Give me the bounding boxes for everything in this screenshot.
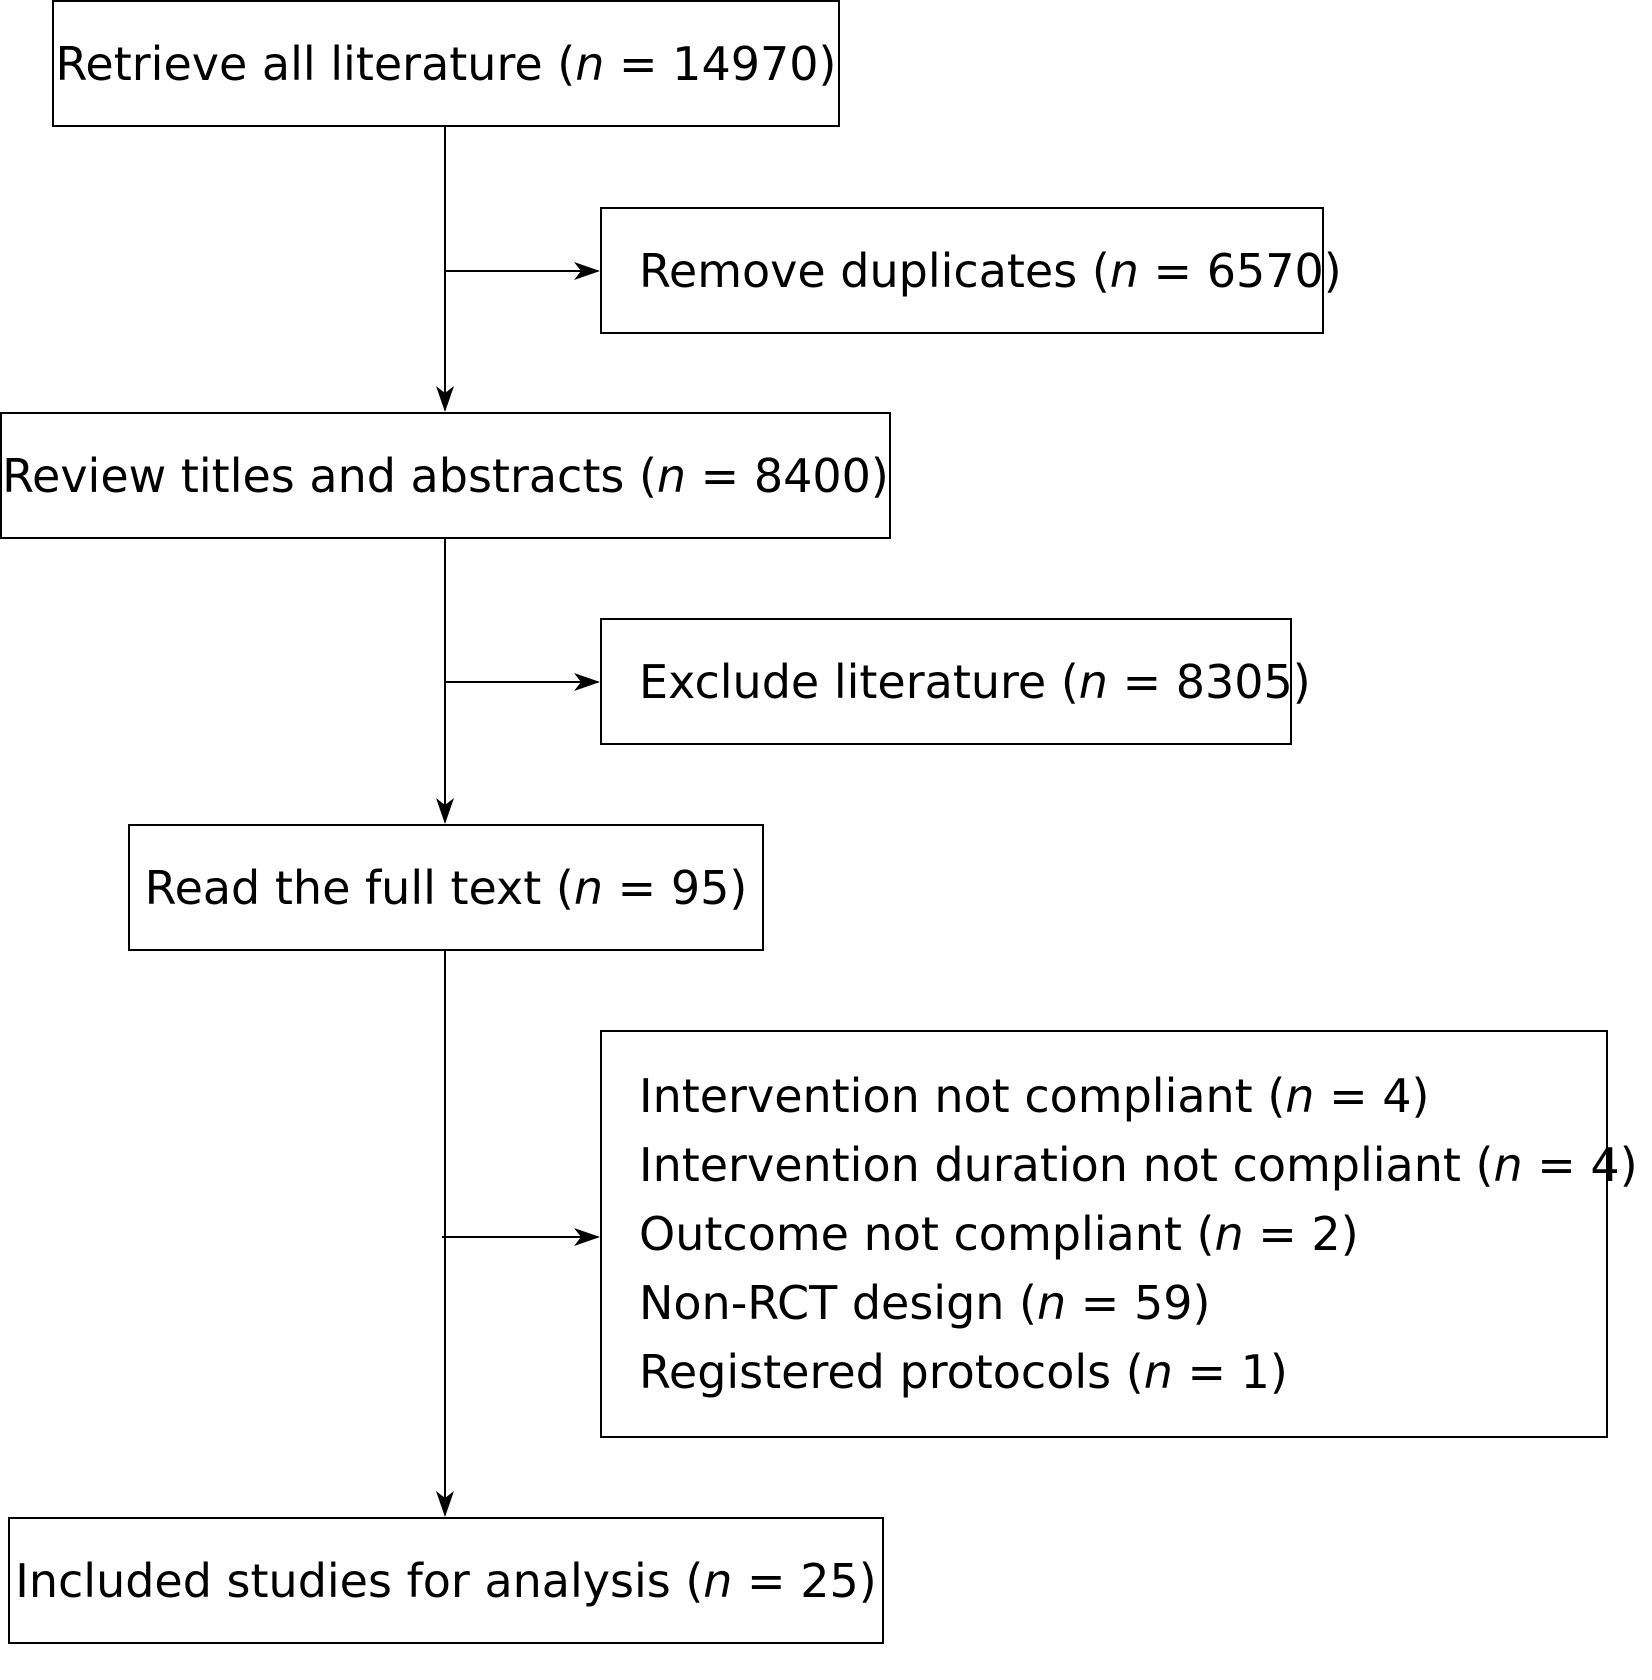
box-remove-duplicates-label: Remove duplicates (n = 6570)	[639, 243, 1342, 298]
box-included-label: Included studies for analysis (n = 25)	[15, 1553, 877, 1608]
exclusion-reason: Outcome not compliant (n = 2)	[639, 1206, 1359, 1261]
box-full-text-label: Read the full text (n = 95)	[144, 860, 748, 915]
box-full-text: Read the full text (n = 95)	[128, 824, 764, 951]
box-review: Review titles and abstracts (n = 8400)	[0, 412, 891, 539]
box-retrieve: Retrieve all literature (n = 14970)	[52, 0, 840, 127]
box-included: Included studies for analysis (n = 25)	[8, 1517, 884, 1644]
exclusion-reason: Intervention not compliant (n = 4)	[639, 1068, 1430, 1123]
exclusion-reason: Non-RCT design (n = 59)	[639, 1275, 1211, 1330]
box-exclude-label: Exclude literature (n = 8305)	[639, 654, 1311, 709]
box-exclude: Exclude literature (n = 8305)	[600, 618, 1311, 745]
exclusion-reason: Intervention duration not compliant (n =…	[639, 1137, 1638, 1192]
box-remove-duplicates: Remove duplicates (n = 6570)	[600, 207, 1342, 334]
box-retrieve-label: Retrieve all literature (n = 14970)	[55, 36, 837, 91]
box-review-label: Review titles and abstracts (n = 8400)	[2, 448, 889, 503]
box-exclusion-reasons: Intervention not compliant (n = 4) Inter…	[600, 1030, 1638, 1438]
exclusion-reason: Registered protocols (n = 1)	[639, 1344, 1288, 1399]
